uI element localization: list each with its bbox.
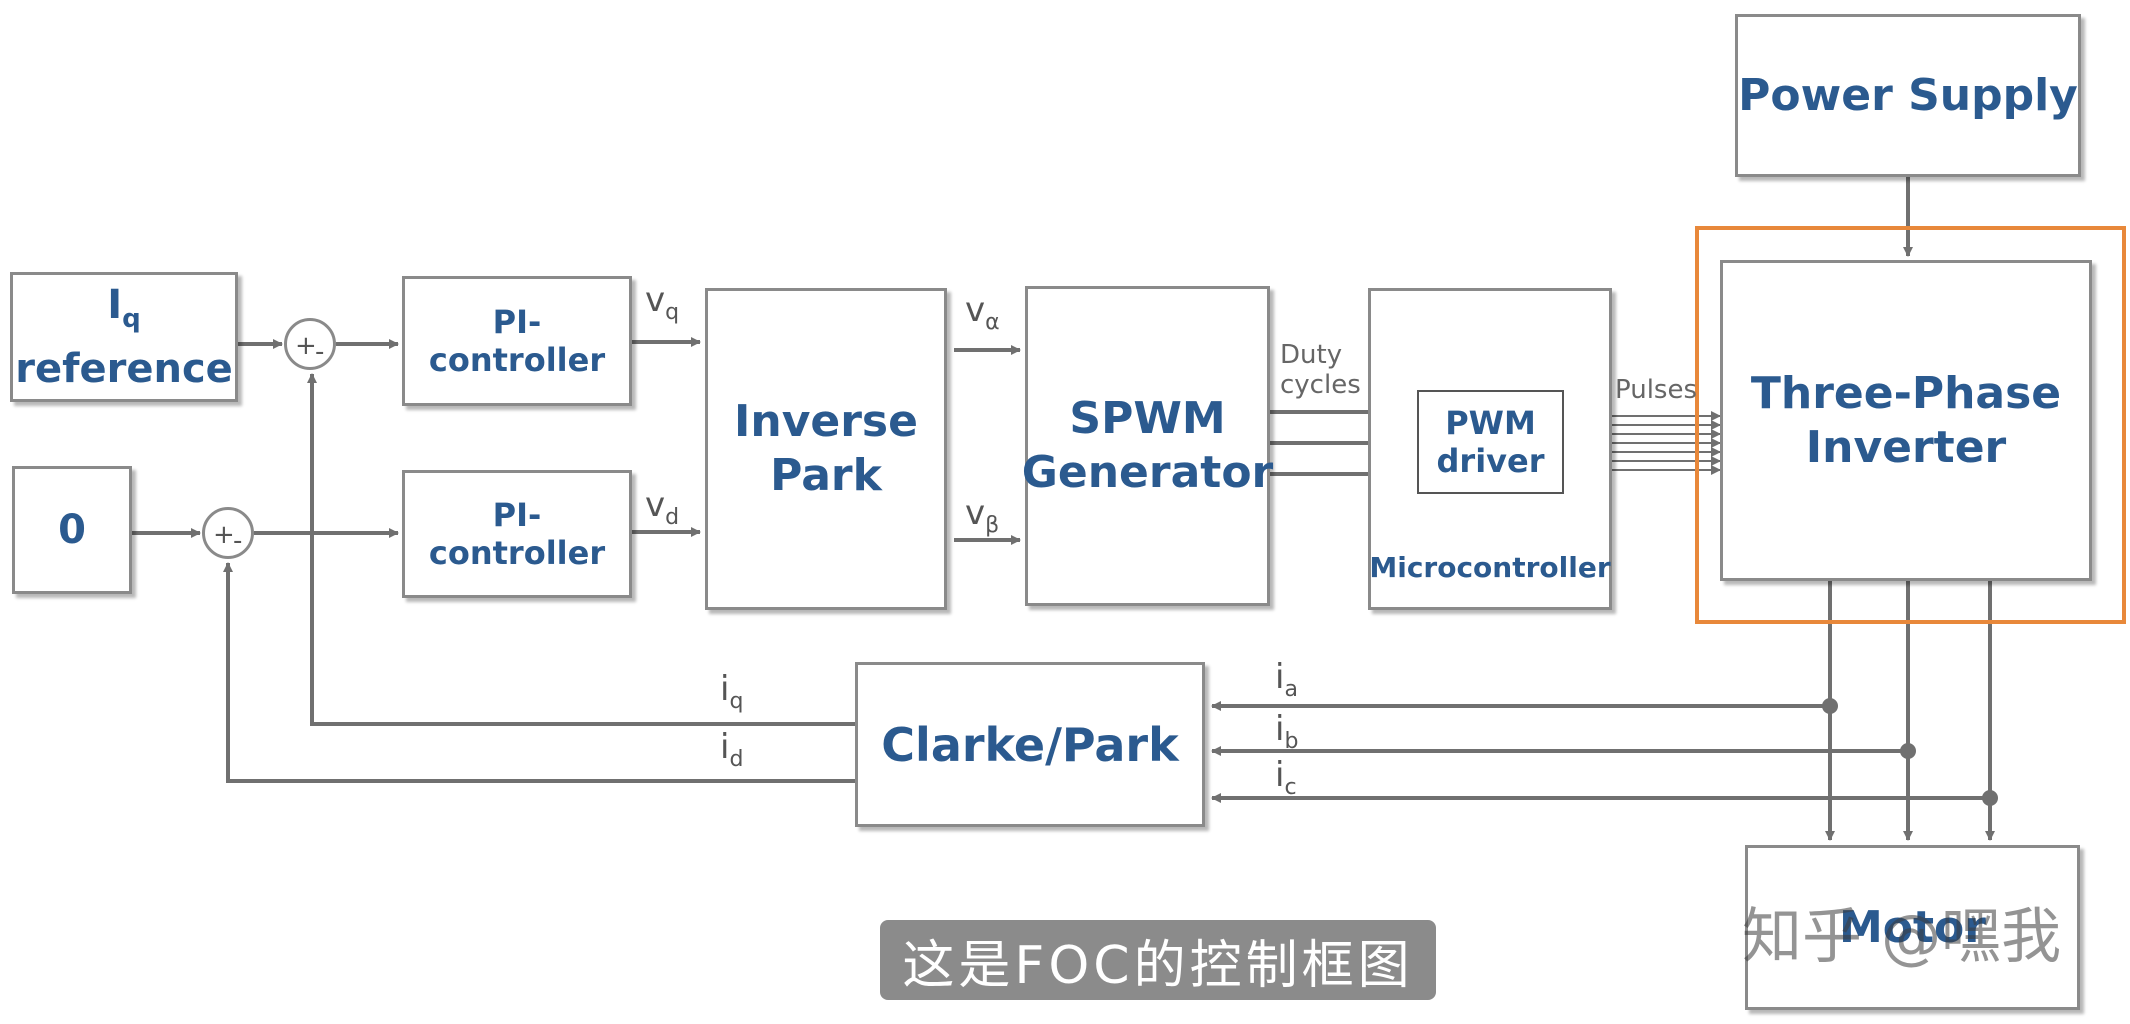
sum-d-plus: + bbox=[213, 520, 235, 550]
iq-reference-block: Iq reference bbox=[10, 272, 238, 402]
signal-vq-label: vq bbox=[645, 280, 680, 325]
sum-d-minus: - bbox=[233, 526, 243, 556]
motor-label: Motor bbox=[1839, 901, 1986, 953]
motor-block: Motor bbox=[1745, 845, 2080, 1010]
zhihu-watermark: 知乎 @嘿我 bbox=[1742, 902, 2062, 972]
power-supply-block: Power Supply bbox=[1735, 14, 2081, 177]
junction-ic bbox=[1982, 790, 1998, 806]
summing-junction-q: + - bbox=[284, 318, 336, 370]
zero-reference-block: 0 bbox=[12, 466, 132, 594]
wire-iq-feedback bbox=[307, 373, 855, 726]
signal-ic-label: ic bbox=[1275, 755, 1297, 800]
signal-valpha-label: vα bbox=[965, 290, 1000, 335]
pi-controller-d-block: PI-controller bbox=[402, 470, 632, 598]
pi-controller-q-label: PI-controller bbox=[428, 303, 606, 379]
clarke-park-block: Clarke/Park bbox=[855, 662, 1205, 827]
pi-controller-d-label: PI-controller bbox=[428, 496, 606, 572]
clarke-park-label: Clarke/Park bbox=[881, 717, 1179, 772]
signal-iq-label: iq bbox=[720, 669, 744, 714]
sum-q-plus: + bbox=[295, 331, 317, 361]
signal-ia-label: ia bbox=[1275, 657, 1298, 702]
zero-reference-label: 0 bbox=[58, 507, 86, 553]
inverter-highlight-frame bbox=[1695, 226, 2126, 624]
signal-ib-label: ib bbox=[1275, 709, 1299, 754]
iq-reference-label: Iq reference bbox=[15, 282, 233, 392]
microcontroller-label: Microcontroller bbox=[1369, 551, 1611, 584]
pulses-label: Pulses bbox=[1615, 375, 1698, 405]
summing-junction-d: + - bbox=[202, 507, 254, 559]
video-subtitle-caption: 这是FOC的控制框图 bbox=[880, 920, 1436, 1000]
signal-vbeta-label: vβ bbox=[965, 493, 1000, 538]
signal-vd-label: vd bbox=[645, 485, 680, 530]
junction-ib bbox=[1900, 743, 1916, 759]
sum-q-minus: - bbox=[315, 337, 325, 367]
signal-id-label: id bbox=[720, 727, 744, 772]
junction-ia bbox=[1822, 698, 1838, 714]
power-supply-label: Power Supply bbox=[1738, 69, 2078, 121]
wire-id-feedback bbox=[223, 562, 855, 783]
pi-controller-q-block: PI-controller bbox=[402, 276, 632, 406]
